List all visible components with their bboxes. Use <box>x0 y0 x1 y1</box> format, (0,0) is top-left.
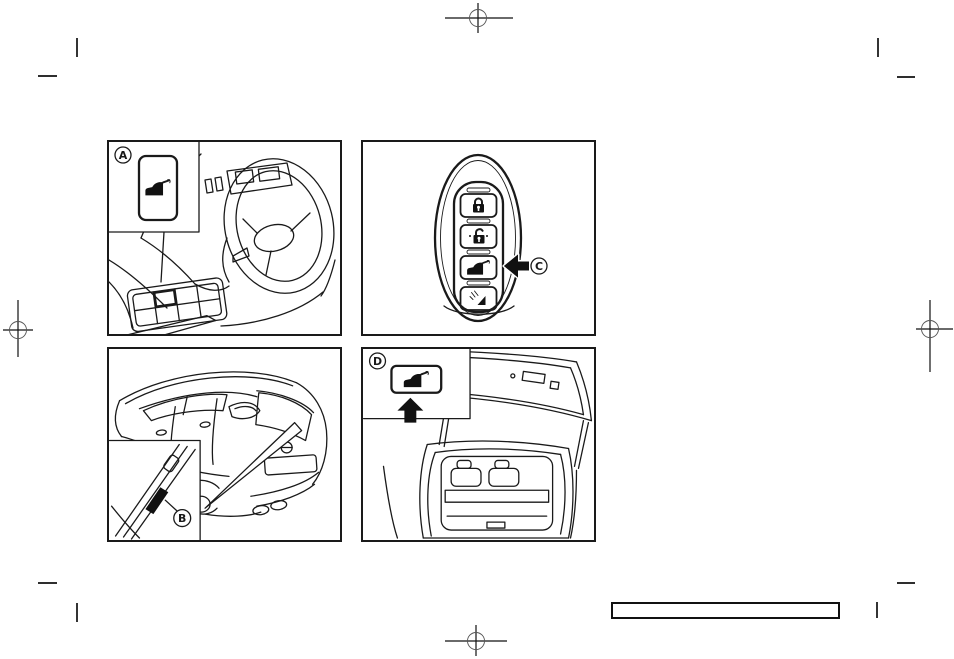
unlock-button <box>459 224 498 249</box>
vehicle-rear-view-drawing: B <box>109 371 328 540</box>
lock-button <box>459 193 498 218</box>
liftgate-request-switch <box>145 487 169 515</box>
figure-panel-c: C <box>361 140 596 336</box>
label-d-badge: D <box>368 352 387 370</box>
figure-label-d: D <box>373 355 382 368</box>
crop-mark-top-center <box>445 3 513 33</box>
footer-reference-box <box>611 602 840 619</box>
callout-pointer-b <box>204 421 303 509</box>
liftgate-main-switch <box>153 288 178 308</box>
figure-label-a: A <box>119 149 128 162</box>
figure-panel-b: B <box>107 347 342 542</box>
panic-icon <box>469 290 486 305</box>
corner-tick-top-left <box>38 38 78 77</box>
figure-label-c: C <box>535 260 543 273</box>
panic-button <box>459 286 498 311</box>
figure-label-b: B <box>178 512 186 525</box>
unlock-icon <box>469 228 488 244</box>
license-lamp <box>163 454 180 473</box>
open-liftgate-drawing: D <box>363 349 593 539</box>
liftgate-switch-button <box>137 154 179 222</box>
corner-tick-bottom-right <box>876 582 915 618</box>
label-c-badge: C <box>530 257 548 275</box>
figure-panel-a: A <box>107 140 342 336</box>
callout-inset-b: B <box>109 439 201 540</box>
fob-slot <box>466 218 491 224</box>
dashboard-sketch <box>109 153 336 329</box>
fob-slot <box>466 280 491 286</box>
crop-mark-left <box>3 300 33 357</box>
label-a-badge: A <box>114 146 132 164</box>
key-fob-body <box>433 153 523 323</box>
fob-slot <box>466 249 491 255</box>
lock-icon <box>473 197 484 213</box>
label-b-badge: B <box>173 509 192 528</box>
fob-slot <box>466 187 491 193</box>
dashboard-switch-cluster <box>126 277 228 334</box>
arrow-c-pointer <box>502 253 531 279</box>
callout-inset-d: D <box>363 349 471 423</box>
license-plate-recess <box>263 454 318 476</box>
crop-mark-right <box>916 300 953 372</box>
liftgate-open-icon <box>466 259 491 276</box>
liftgate-button <box>459 255 498 280</box>
callout-leader-a <box>160 231 165 283</box>
corner-tick-bottom-left <box>38 582 78 622</box>
figure-panel-d: D <box>361 347 596 542</box>
liftgate-switch-button <box>390 364 443 394</box>
dashboard-liftgate-switch-drawing: A <box>109 142 336 334</box>
up-arrow-icon <box>397 397 424 423</box>
callout-inset-a: A <box>109 142 200 233</box>
intelligent-key-drawing: C <box>433 153 548 323</box>
crop-mark-bottom-center <box>445 625 507 656</box>
corner-tick-top-right <box>877 38 915 78</box>
